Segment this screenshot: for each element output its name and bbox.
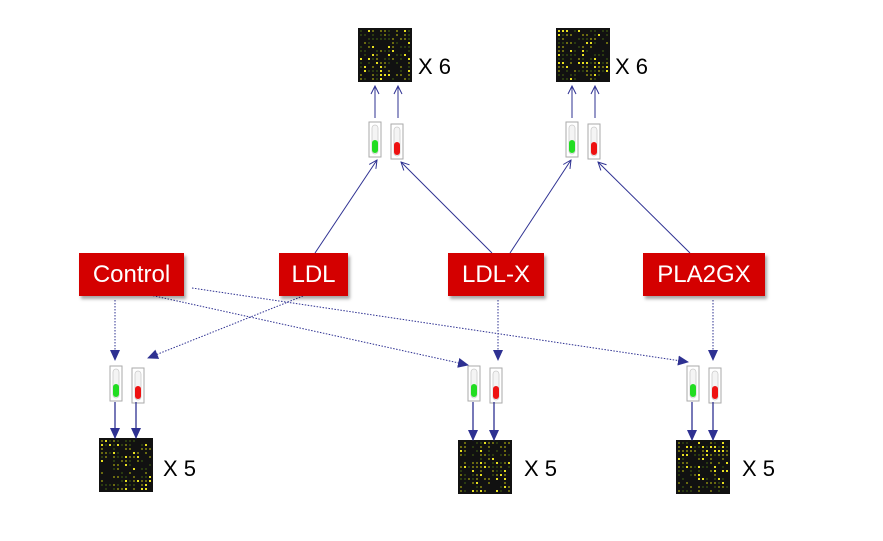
microarray-image xyxy=(556,28,610,82)
red-sample-tube-icon xyxy=(390,123,404,160)
arrow-ldl-to-top-left xyxy=(314,160,377,254)
red-sample-tube-icon xyxy=(489,367,503,404)
green-sample-tube-icon xyxy=(565,121,579,158)
microarray-image xyxy=(358,28,412,82)
arrow-ldlx-to-top-left xyxy=(401,162,493,254)
condition-label: Control xyxy=(92,260,171,288)
condition-control: Control xyxy=(79,253,184,296)
condition-ldl: LDL xyxy=(279,253,348,296)
microarray-image xyxy=(676,440,730,494)
replicate-count: X 6 xyxy=(418,54,452,79)
microarray-image xyxy=(458,440,512,494)
red-sample-tube-icon xyxy=(131,367,145,404)
condition-ldl-x: LDL-X xyxy=(448,253,544,296)
replicate-count: X 5 xyxy=(524,456,558,481)
arrow-ldlx-to-top-right xyxy=(509,160,571,254)
green-sample-tube-icon xyxy=(368,121,382,158)
condition-label: LDL-X xyxy=(461,260,531,288)
condition-label: LDL xyxy=(291,260,336,288)
green-sample-tube-icon xyxy=(109,365,123,402)
dotted-arrow-control-to-bottom-right xyxy=(191,287,689,366)
dotted-arrow-control-to-bottom-middle xyxy=(149,294,469,368)
replicate-count: X 5 xyxy=(742,456,776,481)
microarray-image xyxy=(99,438,153,492)
arrow-pla2gx-to-top-right xyxy=(598,162,691,254)
green-sample-tube-icon xyxy=(686,365,700,402)
red-sample-tube-icon xyxy=(708,367,722,404)
green-sample-tube-icon xyxy=(467,365,481,402)
replicate-count: X 6 xyxy=(615,54,649,79)
replicate-count: X 5 xyxy=(163,456,197,481)
condition-pla2gx: PLA2GX xyxy=(643,253,765,296)
red-sample-tube-icon xyxy=(587,123,601,160)
dotted-arrow-ldl-to-bottom-left xyxy=(147,295,304,359)
condition-label: PLA2GX xyxy=(657,260,751,288)
